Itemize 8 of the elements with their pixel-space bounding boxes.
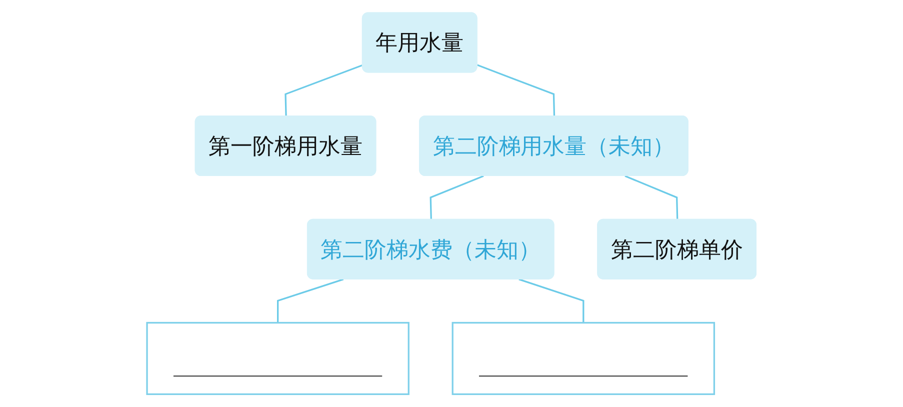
connector: [430, 175, 484, 220]
node-box: [452, 322, 716, 396]
connector: [518, 278, 584, 323]
connector: [624, 175, 678, 220]
connector: [477, 64, 556, 117]
connector: [284, 64, 364, 117]
node-box: [146, 322, 410, 396]
connector: [277, 278, 344, 323]
